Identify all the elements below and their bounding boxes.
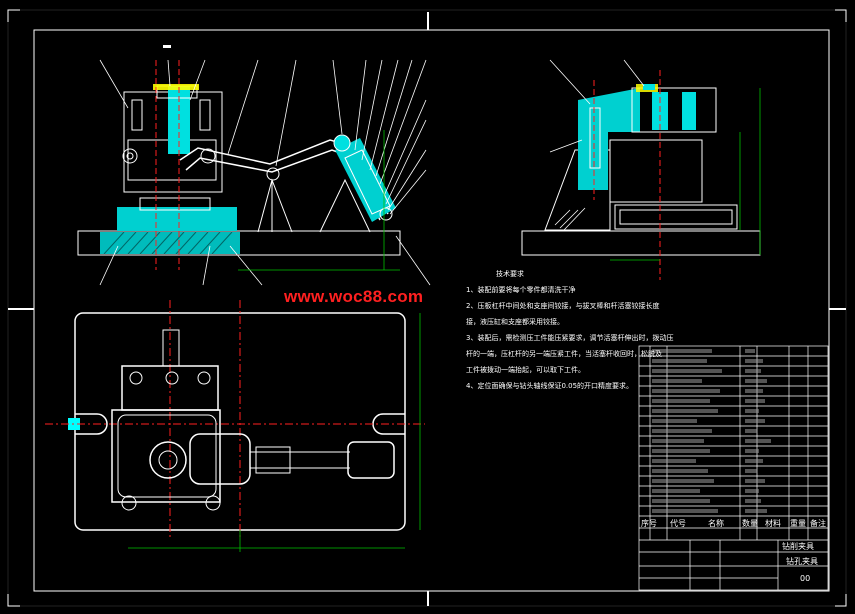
tech-req-line: 工件被拨动一端抬起，可以取下工件。	[466, 366, 585, 374]
bom-header-weight: 重量	[790, 519, 806, 528]
front-view	[77, 45, 431, 286]
sheet-frame	[7, 9, 847, 607]
plan-view	[45, 300, 425, 552]
tech-req-line: 2、压板杠杆中间处和支座间铰接，与拔叉棒和杆活塞铰接长度	[466, 302, 660, 310]
tech-req-line: 1、装配前要将每个零件都清洗干净	[466, 286, 576, 294]
tech-req-title: 技术要求	[496, 270, 524, 278]
tech-req-line: 接，液压缸和支座都采用铰接。	[466, 318, 564, 326]
bom-header-qty: 数量	[742, 519, 758, 528]
drawing-subtitle: 钻孔夹具	[786, 557, 818, 566]
bom-rows	[639, 355, 828, 541]
bom-header-material: 材料	[765, 519, 781, 528]
sheet-number: 00	[800, 574, 811, 583]
tech-req-line: 杆的一端，压杠杆的另一端压紧工件，当活塞杆收回时，松脱及	[466, 350, 662, 358]
drawing-title: 钻削夹具	[782, 542, 814, 551]
tech-req-line: 4、定位面确保与钻头轴线保证0.05的开口精度要求。	[466, 382, 634, 390]
tech-req-line: 3、装配后，需检测压工件能压紧要求，调节活塞杆伸出时，拨动压	[466, 334, 674, 342]
bom-header-name: 名称	[708, 519, 724, 528]
side-view	[521, 59, 761, 280]
bom-header-remarks: 备注	[810, 519, 826, 528]
bom-header-code: 代号	[670, 519, 686, 528]
website-watermark: www.woc88.com	[284, 287, 424, 306]
bom-header-no: 序号	[641, 519, 657, 528]
bom-table	[638, 345, 829, 591]
bom-row-fills	[652, 349, 771, 513]
